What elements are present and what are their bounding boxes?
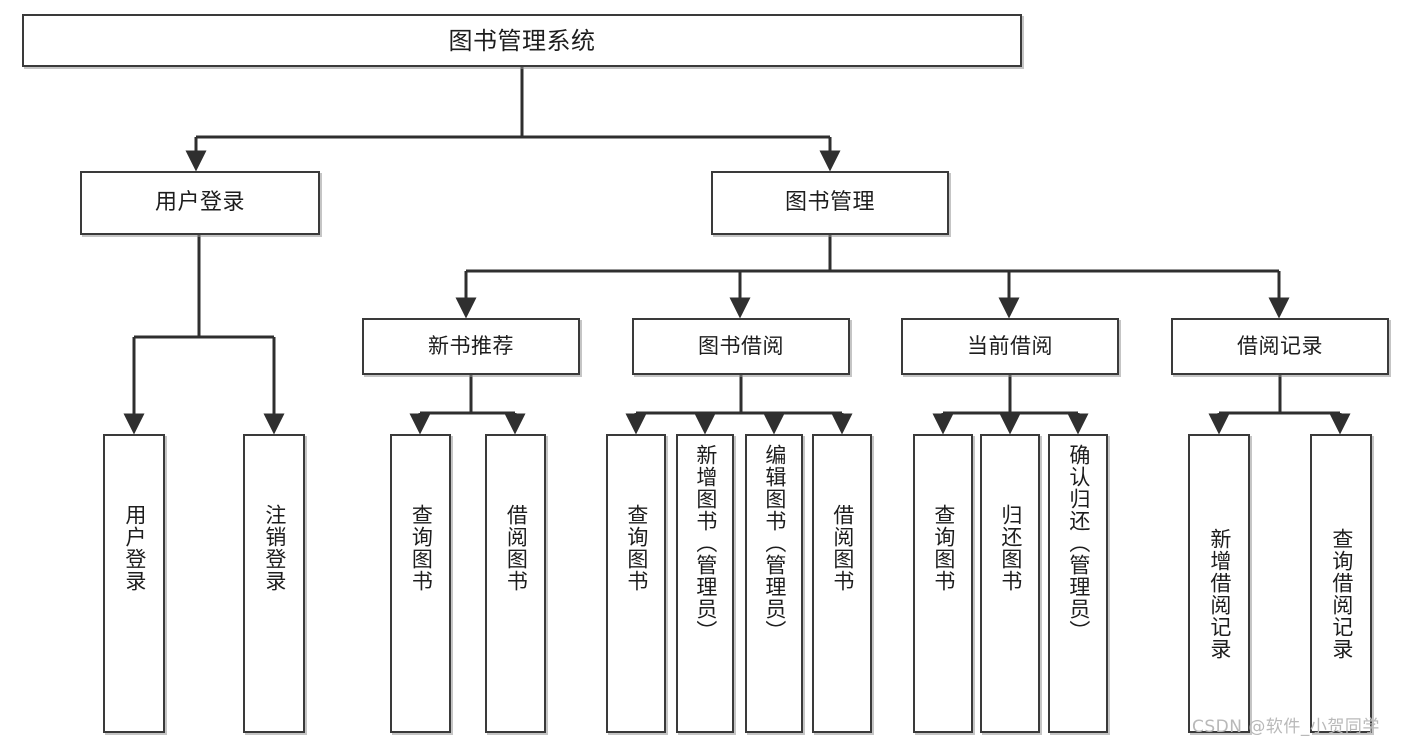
- node-label: 查询图书: [624, 504, 649, 592]
- node-book-borrow[interactable]: 图书借阅: [632, 318, 850, 375]
- node-label: 归还图书: [998, 504, 1023, 592]
- node-label: 查询图书: [409, 504, 434, 592]
- node-label: 借阅图书: [504, 504, 529, 592]
- node-label: 借阅记录: [1237, 334, 1323, 359]
- node-book-management[interactable]: 图书管理: [711, 171, 949, 235]
- leaf-add-borrow-record[interactable]: 新增借阅记录: [1188, 434, 1250, 733]
- node-label: 确认归还（管理员）: [1066, 444, 1091, 642]
- node-user-login[interactable]: 用户登录: [80, 171, 320, 235]
- node-label: 用户登录: [154, 190, 245, 216]
- node-label: 查询图书: [931, 504, 956, 592]
- node-root-book-management-system[interactable]: 图书管理系统: [22, 14, 1022, 67]
- node-label: 查询借阅记录: [1329, 528, 1354, 660]
- node-borrow-record[interactable]: 借阅记录: [1171, 318, 1389, 375]
- leaf-query-book-current[interactable]: 查询图书: [913, 434, 973, 733]
- node-label: 新增借阅记录: [1207, 528, 1232, 660]
- leaf-borrow-book[interactable]: 借阅图书: [812, 434, 872, 733]
- node-label: 注销登录: [262, 504, 287, 592]
- node-label: 图书管理: [784, 190, 875, 216]
- leaf-query-book-newbook[interactable]: 查询图书: [390, 434, 451, 733]
- node-label: 当前借阅: [967, 334, 1053, 359]
- leaf-add-book-admin[interactable]: 新增图书（管理员）: [676, 434, 734, 733]
- node-label: 图书管理系统: [448, 26, 596, 55]
- leaf-query-borrow-record[interactable]: 查询借阅记录: [1310, 434, 1372, 733]
- leaf-confirm-return-admin[interactable]: 确认归还（管理员）: [1048, 434, 1108, 733]
- node-new-book-recommend[interactable]: 新书推荐: [362, 318, 580, 375]
- leaf-query-book-borrow[interactable]: 查询图书: [606, 434, 666, 733]
- node-label: 新增图书（管理员）: [693, 444, 718, 642]
- leaf-edit-book-admin[interactable]: 编辑图书（管理员）: [745, 434, 803, 733]
- node-label: 编辑图书（管理员）: [762, 444, 787, 642]
- leaf-logout[interactable]: 注销登录: [243, 434, 305, 733]
- node-label: 用户登录: [122, 504, 147, 592]
- watermark-text: CSDN @软件_小贺同学: [1192, 717, 1380, 737]
- node-current-borrow[interactable]: 当前借阅: [901, 318, 1119, 375]
- node-label: 借阅图书: [830, 504, 855, 592]
- leaf-borrow-book-newbook[interactable]: 借阅图书: [485, 434, 546, 733]
- leaf-user-login[interactable]: 用户登录: [103, 434, 165, 733]
- node-label: 新书推荐: [428, 334, 514, 359]
- node-label: 图书借阅: [698, 334, 784, 359]
- leaf-return-book[interactable]: 归还图书: [980, 434, 1040, 733]
